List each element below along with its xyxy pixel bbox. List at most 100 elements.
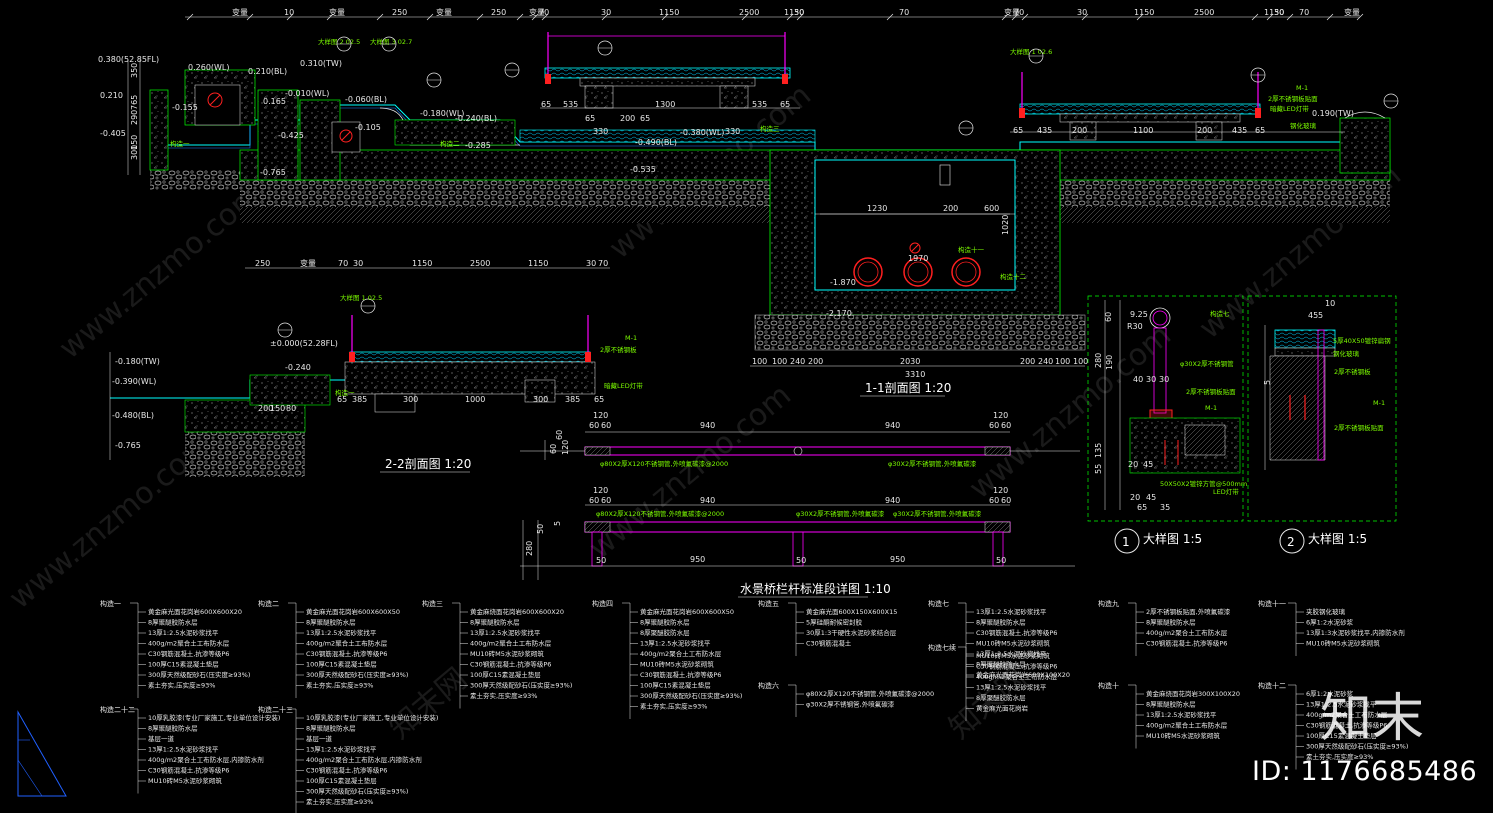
top-dim-label: 2500 (739, 8, 759, 17)
s22-callout: M-1 (625, 334, 637, 342)
title-railing: 水景桥栏杆标准段详图 1:10 (740, 581, 891, 596)
rail-top-dim: 60 (989, 496, 999, 505)
construction-note-line: 100厚C15素混凝土垫层 (1306, 731, 1377, 740)
mid-dim: 65 (640, 114, 650, 123)
construction-notes: 构造一黄金麻光面花岗岩600X600X208厚聚醚胶防水层13厚1:2.5水泥砂… (100, 599, 1408, 813)
construction-note-line: φ30X2厚不锈钢管,外喷氟碳漆 (806, 700, 895, 709)
s22-wall (249, 374, 331, 406)
rail-top-dim: 940 (885, 421, 900, 430)
s22-callout: 暗藏LED灯带 (604, 381, 643, 390)
rail-side-dim: 50 (536, 524, 545, 534)
construction-note-line: φ80X2厚X120不锈钢管,外喷氟碳漆@2000 (806, 689, 934, 698)
level-label: -0.180(WL) (420, 109, 464, 118)
construction-note-line: 8厚聚醚胶防水层 (640, 628, 690, 637)
s22-bottom-dim: 385 (352, 395, 367, 404)
construction-note-line: 8厚聚醚胶防水层 (470, 618, 520, 627)
rail-top-dim: 60 (589, 496, 599, 505)
construction-note-line: MU10砖M5水泥砂浆砌筑 (976, 651, 1050, 660)
construction-note-line: 8厚聚醚胶防水层 (306, 724, 356, 733)
level-label: 0.165 (263, 97, 286, 106)
construction-note-line: MU10砖M5水泥砂浆砌筑 (148, 776, 222, 785)
construction-note-line: 13厚1:2.5水泥砂浆找平 (976, 607, 1047, 616)
construction-note-line: 13厚1:2.5水泥砂浆找平 (1306, 700, 1377, 709)
construction-note-line: 夹胶钢化玻璃 (1306, 607, 1346, 616)
rail-top-dim: 940 (700, 421, 715, 430)
level-label: 0.210(BL) (248, 67, 287, 76)
callout-label: 构造二 (440, 139, 460, 148)
detail-1-note: LED灯带 (1213, 487, 1239, 496)
anchor-1 (545, 74, 551, 84)
rail-top-dim: 60 (1001, 421, 1011, 430)
detail-1-dim: 40 (1133, 375, 1143, 384)
construction-note-line: 300厚天然级配砂石(压实度≥93%) (1306, 742, 1408, 751)
mid-dim: 535 (563, 100, 578, 109)
callout-label: 大样图 1 02.6 (1010, 47, 1052, 56)
rail-top-dim: 940 (700, 496, 715, 505)
rail-note: φ30X2厚不锈钢管,外喷氟碳漆 (893, 509, 982, 518)
level-label: -0.405 (100, 129, 126, 138)
s22-callout: 2厚不锈钢板 (600, 345, 637, 354)
no-sign-icon-2 (339, 129, 353, 143)
callout-label: 钢化玻璃 (1290, 121, 1317, 130)
construction-note-line: 100厚C15素混凝土垫层 (148, 660, 219, 669)
construction-note-head: 构造一 (100, 599, 121, 608)
callout-label: 构造三 (760, 124, 780, 133)
detail-1-dim: 35 (1160, 503, 1170, 512)
top-dim-label: 10 (284, 8, 294, 17)
detail-1-dim: 280 (1094, 353, 1103, 368)
level-label: -0.765 (260, 168, 286, 177)
rail-top-dim: 120 (593, 411, 608, 420)
scale-triangle-icon (17, 710, 67, 797)
bottom-dim: 100 (1073, 357, 1088, 366)
construction-note-line: C30钢筋混凝土,抗渗等级P6 (306, 766, 387, 775)
top-dim-label: 30 (1077, 8, 1087, 17)
construction-note-line: 13厚1:2.5水泥砂浆找平 (306, 628, 377, 637)
title-detail-2: 大样图 1:5 (1308, 531, 1367, 546)
rail-top-dim: 60 (589, 421, 599, 430)
s22-top-dim: 250 (255, 259, 270, 268)
construction-note-line: C30钢筋混凝土,抗渗等级P6 (1146, 639, 1227, 648)
railing-handrail-1 (584, 446, 1011, 456)
level-label: -0.060(BL) (345, 95, 387, 104)
vault-hatch (939, 164, 951, 186)
construction-note-line: 13厚1:3水泥砂浆找平,内掺防水剂 (1306, 628, 1405, 637)
construction-note-line: C30钢筋混凝土,抗渗等级P6 (976, 662, 1057, 671)
construction-note-line: 13厚1:2.5水泥砂浆找平 (976, 683, 1047, 692)
bridge-pier-2 (719, 85, 749, 109)
top-dim-label: 70 (899, 8, 909, 17)
construction-note-line: 素土夯实,压实度≥93% (640, 702, 707, 711)
level-label: 0.380(52.85FL) (98, 55, 159, 64)
rail-top-dim: 60 (989, 421, 999, 430)
construction-note-line: MU10砖M5水泥砂浆砌筑 (470, 649, 544, 658)
s22-bottom-dim: 385 (565, 395, 580, 404)
construction-note-line: 黄金麻光面600X150X600X15 (806, 607, 897, 616)
detail-1-dim: R30 (1127, 322, 1143, 331)
step-wall-1 (257, 89, 299, 181)
bridge-deck-right (1019, 103, 1261, 115)
s22-bottom-dim: 300 (533, 395, 548, 404)
mid-dim: 200 (620, 114, 635, 123)
detail-1-dim: 9.25 (1130, 310, 1148, 319)
s22-top-dim: 变量 (300, 258, 316, 268)
mid-dim: 435 (1037, 126, 1052, 135)
top-dim-label: 变量 (1004, 7, 1020, 17)
watermark-site-1: www.znzmo.com (53, 178, 268, 367)
construction-note-head: 构造四 (592, 599, 613, 608)
construction-note-line: C30钢筋混凝土,抗渗等级P6 (1306, 721, 1387, 730)
level-label: -0.010(WL) (285, 89, 329, 98)
vertical-dim: 350 (130, 63, 139, 78)
detail-2-dim: 5 (1318, 311, 1323, 320)
rail-top-dim: 940 (885, 496, 900, 505)
title-section-2-2: 2-2剖面图 1:20 (385, 457, 471, 471)
construction-note-line: MU10砖M5水泥砂浆砌筑 (640, 660, 714, 669)
level-label: -0.535 (630, 165, 656, 174)
s22-bridge-deck (349, 351, 591, 363)
construction-note-line: 400g/m2聚合土工布防水层 (640, 649, 722, 658)
watermark-site-3: www.znzmo.com (583, 378, 798, 567)
rail-bottom-dim: 50 (596, 556, 606, 565)
construction-note-line: 400g/m2聚合土工布防水层 (148, 639, 230, 648)
construction-note-line: 100厚C15素混凝土垫层 (306, 660, 377, 669)
mid-dim: 330 (593, 127, 608, 136)
callout-label: 大样图 3 02.7 (370, 37, 412, 46)
